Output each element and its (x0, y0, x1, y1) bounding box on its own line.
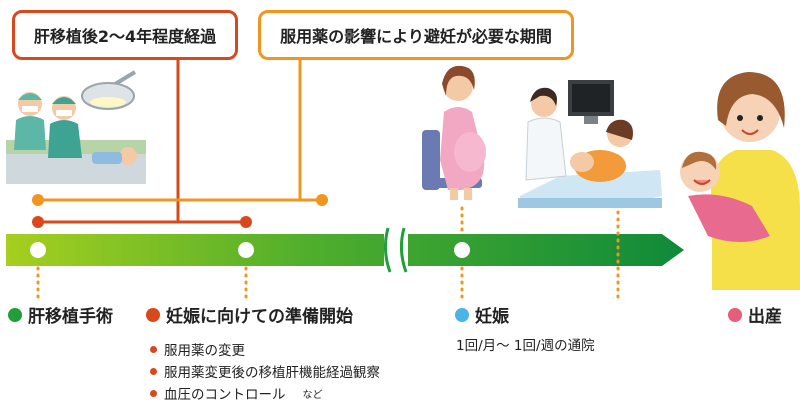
mother-baby-illustration (680, 72, 800, 290)
bullet-icon (150, 389, 157, 397)
callout-contraception-period: 服用薬の影響により避妊が必要な期間 (258, 10, 574, 60)
timeline-arrow (6, 227, 684, 273)
stage-label: 出産 (748, 307, 782, 327)
list-item-text: 服用薬変更後の移植肝機能経過観察 (164, 365, 380, 381)
stage-dot (146, 307, 160, 322)
timeline-markers (30, 242, 470, 258)
callout-after-transplant: 肝移植後2～4年程度経過 (12, 10, 238, 60)
preparation-list: 服用薬の変更 服用薬変更後の移植肝機能経過観察 血圧のコントロール など (150, 338, 380, 404)
pregnancy-visit-frequency: 1回/月～ 1回/週の通院 (456, 338, 595, 354)
list-item: 服用薬変更後の移植肝機能経過観察 (150, 360, 380, 382)
surgery-team-illustration (6, 70, 146, 184)
marker-preparation (238, 242, 254, 258)
orange-period-connector (32, 60, 328, 206)
list-item-text: 服用薬の変更 (164, 343, 245, 359)
stage-transplant: 肝移植手術 (8, 302, 113, 327)
bullet-icon (150, 367, 157, 375)
stage-label: 肝移植手術 (28, 307, 113, 327)
list-item: 服用薬の変更 (150, 338, 380, 360)
stage-dot (728, 307, 742, 322)
bullet-icon (150, 345, 157, 353)
stage-dot (455, 307, 469, 322)
marker-pregnancy (454, 242, 470, 258)
dotted-guides (36, 206, 620, 300)
list-item-suffix: など (302, 389, 323, 401)
stage-dot (8, 307, 22, 322)
list-item-text: 血圧のコントロール (164, 387, 286, 403)
stage-label: 妊娠に向けての準備開始 (166, 307, 353, 327)
pregnant-woman-illustration (422, 65, 486, 200)
stage-label: 妊娠 (475, 307, 509, 327)
ultrasound-exam-illustration (518, 80, 662, 208)
stage-pregnancy: 妊娠 (455, 302, 509, 327)
red-period-connector (32, 60, 252, 228)
stage-preparation: 妊娠に向けての準備開始 (146, 302, 353, 327)
marker-transplant (30, 242, 46, 258)
stage-delivery: 出産 (728, 302, 782, 327)
list-item: 血圧のコントロール など (150, 382, 380, 404)
